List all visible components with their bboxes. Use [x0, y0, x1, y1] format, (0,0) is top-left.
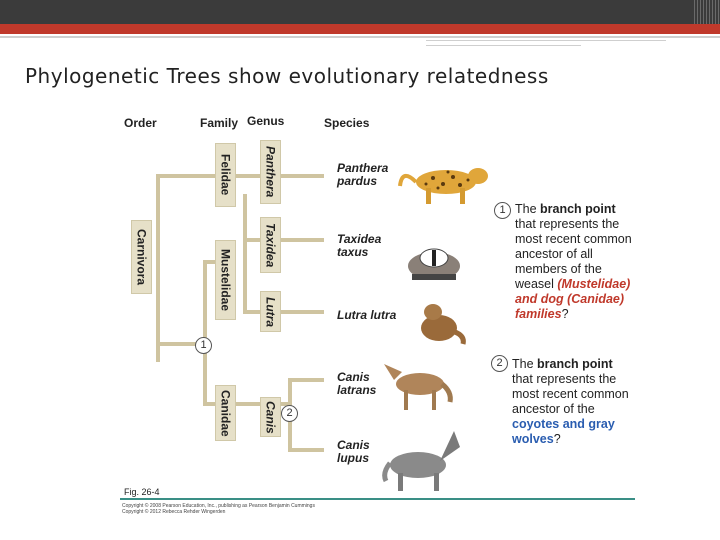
slide-title: Phylogenetic Trees show evolutionary rel…: [25, 64, 549, 88]
family-box-mustelidae: Mustelidae: [215, 240, 236, 320]
family-label-mustelidae: Mustelidae: [218, 248, 233, 311]
family-box-felidae: Felidae: [215, 143, 236, 207]
family-box-canidae: Canidae: [215, 385, 236, 441]
genus-label-lutra: Lutra: [263, 296, 278, 327]
genus-label-taxidea: Taxidea: [263, 222, 278, 268]
header-stripes: [694, 0, 720, 24]
figure-rule: [120, 498, 635, 500]
leopard-illustration: [398, 168, 488, 204]
copyright-line-2: Copyright © 2012 Rebecca Rehder Wingerde…: [122, 509, 226, 515]
family-label-felidae: Felidae: [218, 154, 233, 196]
header-rule: [0, 36, 720, 38]
callout-branch-point-1: The branch point that represents the mos…: [515, 202, 632, 321]
figure-label: Fig. 26-4: [124, 487, 160, 497]
header-accent-bar: [0, 24, 720, 34]
genus-label-panthera: Panthera: [263, 146, 278, 198]
branch-point-marker-2: 2: [281, 405, 298, 422]
coyote-illustration: [384, 364, 453, 410]
column-header-species: Species: [324, 116, 370, 130]
column-header-order: Order: [124, 116, 157, 130]
genus-box-canis: Canis: [260, 397, 281, 437]
badger-illustration: [408, 248, 460, 280]
genus-label-canis: Canis: [263, 400, 278, 434]
genus-box-lutra: Lutra: [260, 291, 281, 332]
column-header-genus: Genus: [247, 114, 285, 128]
order-box-carnivora: Carnivora: [131, 220, 152, 294]
species-label-lutra-lutra: Lutra lutra: [337, 308, 397, 322]
genus-box-panthera: Panthera: [260, 140, 281, 204]
order-label: Carnivora: [134, 228, 149, 286]
callout-branch-point-2: The branch point that represents the mos…: [512, 357, 629, 446]
branch-point-marker-1: 1: [195, 337, 212, 354]
copyright-line-1: Copyright © 2008 Pearson Education, Inc.…: [122, 503, 315, 509]
header-rule-short-2: [426, 45, 581, 46]
callout-number-1: 1: [494, 202, 511, 219]
gray-wolf-illustration: [382, 431, 460, 491]
genus-box-taxidea: Taxidea: [260, 217, 281, 273]
header-bar: [0, 0, 720, 24]
family-label-canidae: Canidae: [218, 389, 233, 437]
header-rule-short: [426, 40, 666, 41]
callout-number-2: 2: [491, 355, 508, 372]
column-header-family: Family: [200, 116, 239, 130]
otter-illustration: [421, 304, 466, 345]
